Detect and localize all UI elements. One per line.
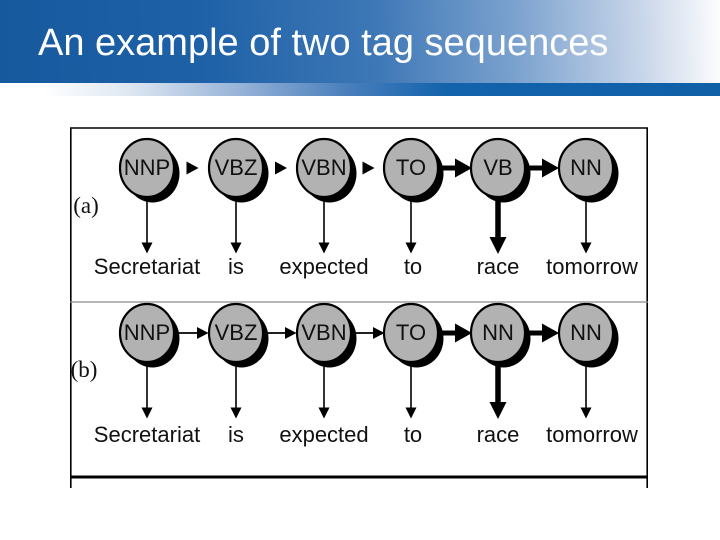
- tag-label: TO: [396, 320, 426, 345]
- tag-label: NNP: [124, 155, 170, 180]
- word-label: Secretariat: [94, 422, 200, 447]
- emission-arrow-icon: [141, 197, 592, 254]
- tag-node: [118, 137, 615, 199]
- row-a: (a) NNP VBZ: [73, 137, 638, 279]
- row-label: (b): [71, 357, 98, 382]
- title-bar: An example of two tag sequences: [0, 0, 720, 83]
- word-label: expected: [279, 254, 368, 279]
- word-label: expected: [279, 422, 368, 447]
- word-label: to: [404, 422, 422, 447]
- tag-label: VB: [483, 155, 512, 180]
- bold-emission-arrow-icon: [489, 362, 507, 419]
- slide-title: An example of two tag sequences: [38, 22, 609, 64]
- tag-label: VBN: [301, 320, 346, 345]
- word-label: is: [228, 254, 244, 279]
- emission-arrow-icon: [141, 362, 592, 419]
- tag-label: TO: [396, 155, 426, 180]
- tag-label: NN: [482, 320, 514, 345]
- tag-label: VBZ: [215, 155, 258, 180]
- transition-arrow-icon: [186, 161, 375, 175]
- word-label: tomorrow: [546, 422, 638, 447]
- accent-bar: [0, 83, 720, 96]
- tag-label: NN: [570, 155, 602, 180]
- bold-transition-arrow-icon: [438, 323, 559, 343]
- word-label: is: [228, 422, 244, 447]
- word-label: race: [477, 422, 520, 447]
- tag-label: VBZ: [215, 320, 258, 345]
- figure-frame: [70, 127, 649, 488]
- word-label: tomorrow: [546, 254, 638, 279]
- transition-arrow-icon: [176, 327, 385, 339]
- tag-label: VBN: [301, 155, 346, 180]
- word-label: to: [404, 254, 422, 279]
- bold-emission-arrow-icon: [489, 197, 507, 254]
- bold-transition-arrow-icon: [438, 158, 559, 178]
- tag-label: NNP: [124, 320, 170, 345]
- word-label: race: [477, 254, 520, 279]
- word-label: Secretariat: [94, 254, 200, 279]
- tag-label: NN: [570, 320, 602, 345]
- row-b: (b) NNP VBZ: [71, 302, 638, 447]
- row-label: (a): [73, 193, 99, 218]
